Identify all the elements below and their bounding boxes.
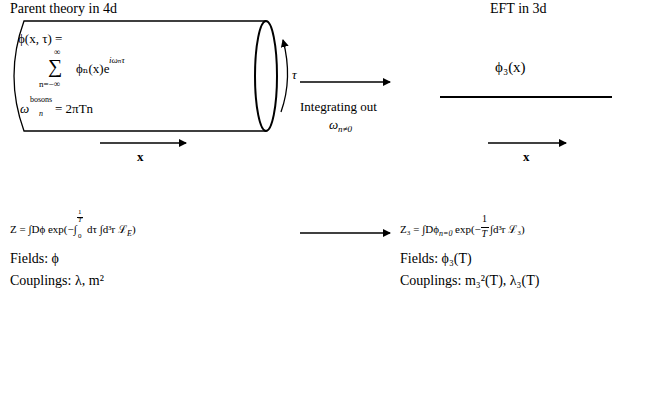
- formula-text: ∑: [48, 56, 62, 76]
- coupling-list: Couplings: λ, m²: [10, 274, 104, 288]
- axis-label: τ: [292, 68, 297, 81]
- formula: exp(−: [455, 224, 481, 235]
- formula-text: ϕₙ(x)e: [76, 62, 109, 75]
- formula: ∫d³r ℒ₃): [490, 224, 525, 235]
- cylinder-node: ϕ(x, τ) =∞∑n=−∞ϕₙ(x)eiωₙτωbosonsn= 2πTn: [8, 20, 278, 132]
- fraction-part: T: [482, 229, 488, 239]
- formula: dτ ∫d³r ℒ: [87, 224, 127, 235]
- formula-text: = 2πTn: [55, 102, 93, 115]
- formula-text: ϕ(x, τ) =: [18, 32, 62, 45]
- math-subscript: n=0: [439, 230, 452, 238]
- fraction-part: T: [78, 217, 82, 224]
- axis-label: x: [137, 150, 144, 163]
- flow-arrow: [300, 81, 390, 82]
- formula-text: n: [39, 110, 43, 118]
- annotation: Integrating out: [300, 100, 377, 113]
- x-axis-arrow: [100, 142, 186, 144]
- field-label: ϕ₃(x): [495, 60, 526, 75]
- math-subscript: E: [127, 230, 132, 238]
- formula: Z = ∫Dϕ exp(−∫: [10, 224, 77, 235]
- tau-arrow: [281, 40, 288, 112]
- formula: ): [132, 224, 136, 235]
- axis-label: x: [523, 150, 530, 163]
- heading: Parent theory in 4d: [10, 2, 117, 16]
- math-subscript: n≠0: [338, 125, 352, 134]
- formula-text: bosons: [30, 96, 52, 104]
- field-list: Fields: ϕ₃(T): [400, 252, 472, 266]
- flow-arrow: [300, 232, 390, 233]
- heading: EFT in 3d: [490, 2, 547, 16]
- fraction-part: 1: [482, 214, 487, 224]
- formula-text: ω: [20, 102, 29, 115]
- formula-text: n=−∞: [39, 80, 60, 89]
- space-line: [440, 96, 612, 98]
- math-symbol: ω: [329, 118, 338, 131]
- limit: 0: [78, 233, 82, 240]
- fraction-bar: [481, 227, 489, 228]
- fraction-bar: [77, 217, 83, 218]
- formula-text: iωₙτ: [109, 56, 125, 65]
- fraction-part: 1: [78, 209, 82, 216]
- field-list: Fields: ϕ: [10, 252, 59, 266]
- coupling-list: Couplings: m₃²(T), λ₃(T): [400, 274, 539, 288]
- formula: Z₃ = ∫Dϕ: [400, 224, 439, 235]
- x-axis-arrow: [488, 142, 566, 144]
